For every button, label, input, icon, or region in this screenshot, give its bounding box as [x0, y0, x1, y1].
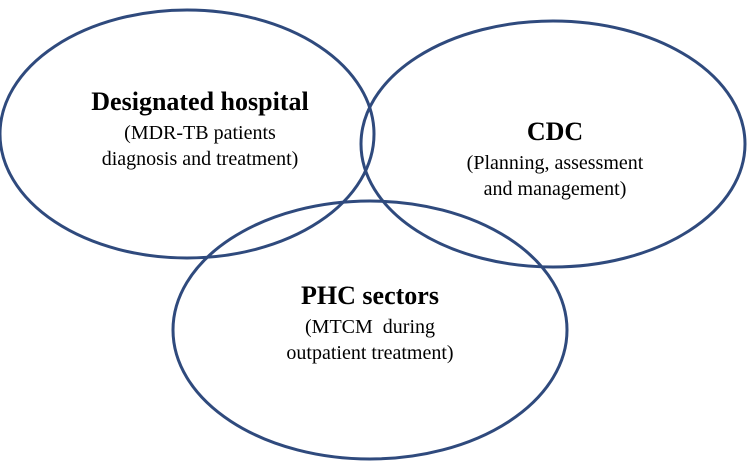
phc-sectors-ellipse [171, 199, 569, 461]
designated-hospital-desc-line1: (MDR-TB patients [124, 122, 276, 145]
designated-hospital-ellipse [0, 8, 376, 260]
phc-sectors-title: PHC sectors [301, 281, 439, 310]
phc-sectors-desc-line2: outpatient treatment) [286, 341, 454, 364]
designated-hospital-label: Designated hospital (MDR-TB patients dia… [40, 86, 360, 172]
designated-hospital-desc-line2: diagnosis and treatment) [101, 147, 299, 170]
cdc-label: CDC (Planning, assessment and management… [410, 116, 700, 202]
designated-hospital-title: Designated hospital [91, 87, 309, 116]
phc-sectors-label: PHC sectors (MTCM during outpatient trea… [205, 280, 535, 366]
cdc-title: CDC [526, 117, 584, 146]
phc-sectors-desc-line1: (MTCM during [305, 316, 435, 339]
cdc-ellipse [359, 19, 747, 269]
cdc-desc-line1: (Planning, assessment [466, 152, 644, 175]
cdc-desc-line2: and management) [483, 177, 627, 200]
